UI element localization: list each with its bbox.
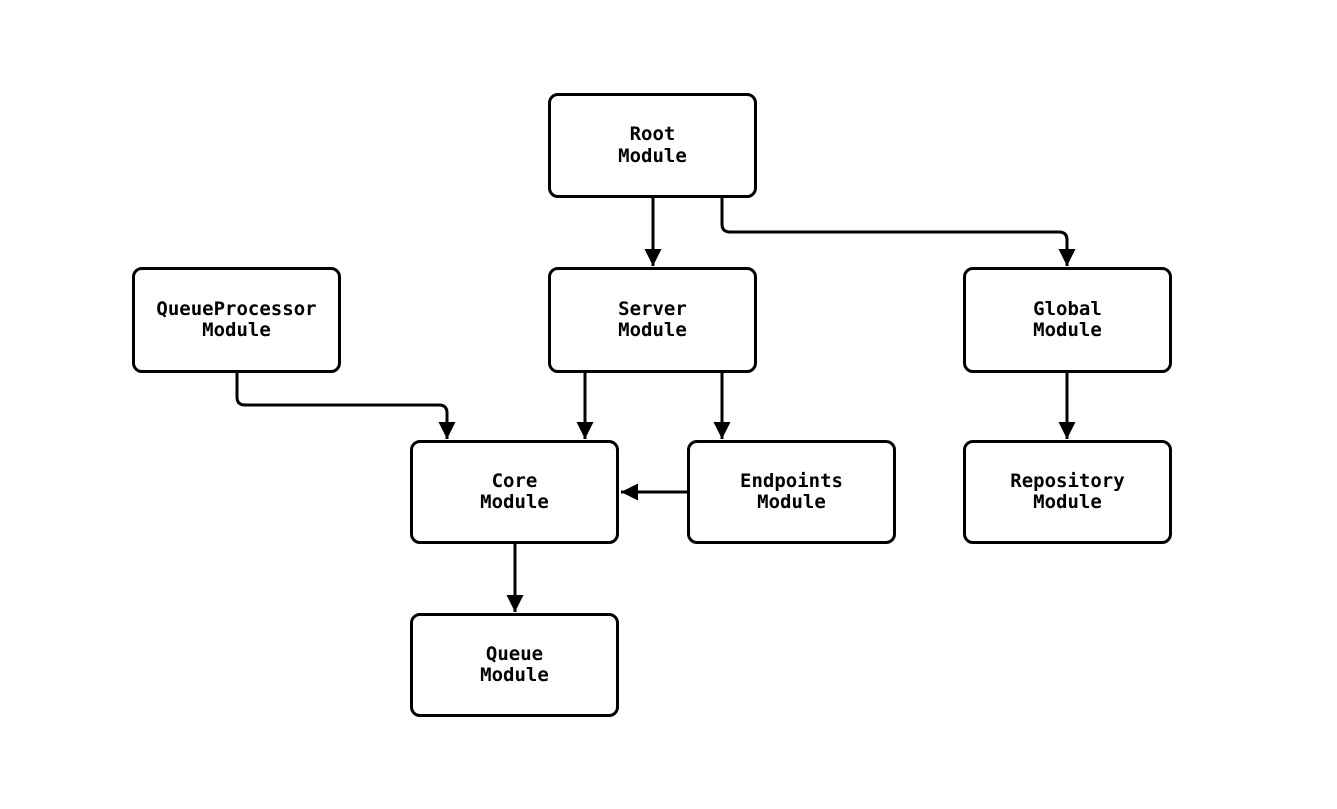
node-server: Server Module (548, 267, 757, 373)
node-label: Queue Module (480, 642, 549, 686)
edges-group (235, 198, 1076, 612)
node-root: Root Module (548, 93, 757, 198)
node-endpoints: Endpoints Module (687, 440, 896, 544)
node-queue: Queue Module (410, 613, 619, 717)
node-label: Endpoints Module (740, 469, 843, 513)
node-repository: Repository Module (963, 440, 1172, 544)
node-label: Server Module (618, 297, 687, 341)
node-label: Core Module (480, 469, 549, 513)
node-label: Global Module (1033, 297, 1102, 341)
node-label: QueueProcessor Module (156, 297, 317, 341)
node-queueprocessor: QueueProcessor Module (132, 267, 341, 373)
node-label: Repository Module (1010, 469, 1125, 513)
node-global: Global Module (963, 267, 1172, 373)
edge-queueprocessor-to-core (235, 373, 456, 439)
node-label: Root Module (618, 123, 687, 167)
node-core: Core Module (410, 440, 619, 544)
edge-root-to-global (720, 198, 1076, 266)
